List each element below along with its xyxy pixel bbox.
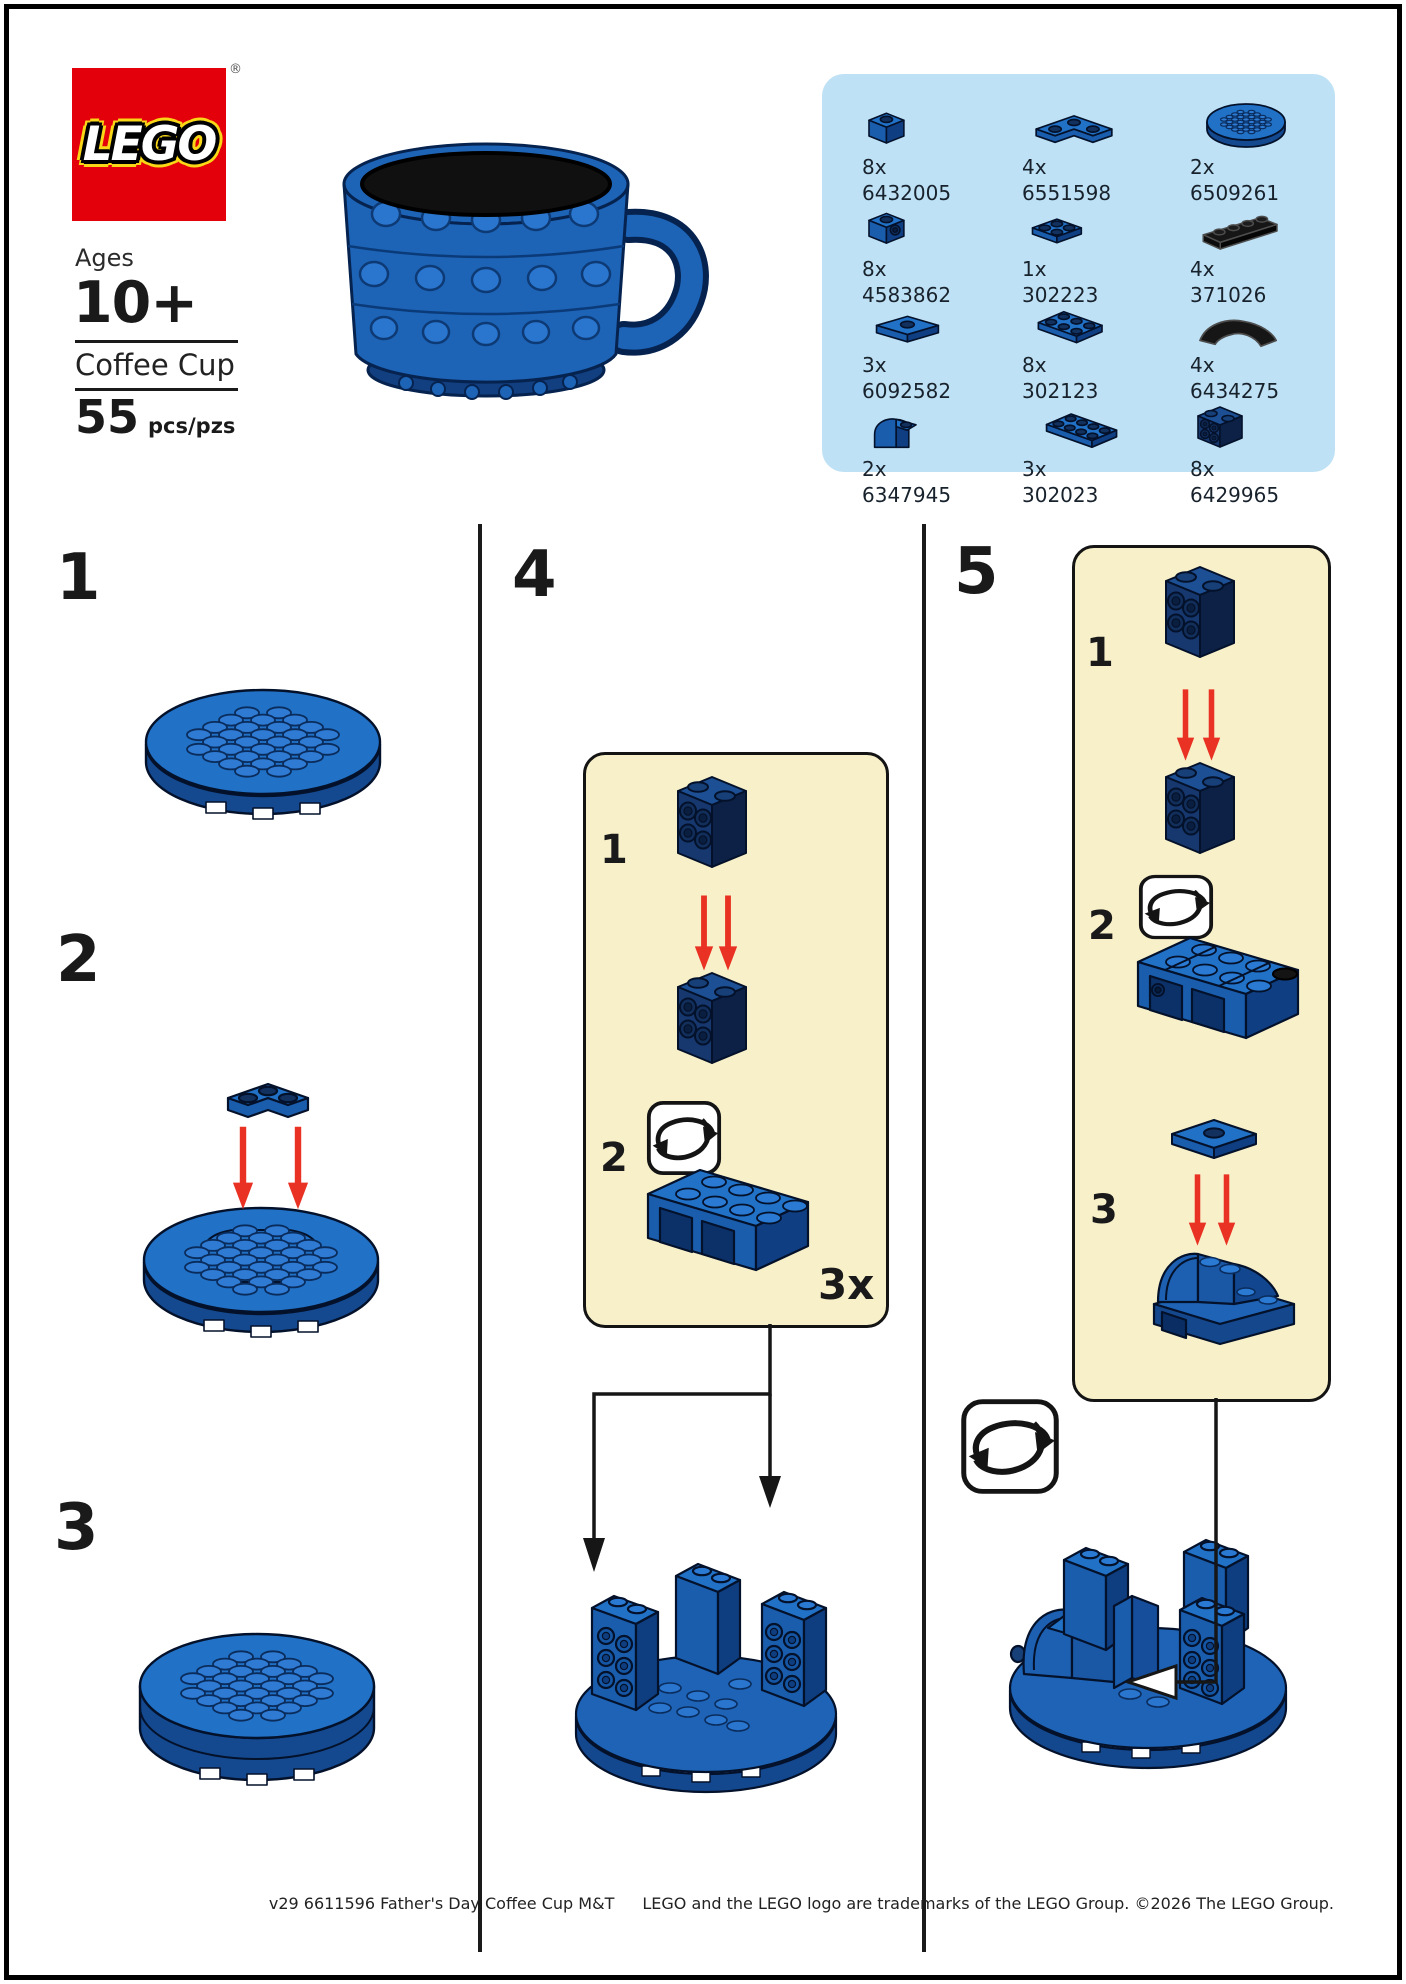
brick-navy-icon bbox=[670, 772, 754, 890]
step-5-mound-assembly bbox=[1152, 1252, 1296, 1346]
step-5-substep-3-number: 3 bbox=[1090, 1187, 1118, 1233]
brick-navy-icon bbox=[1158, 758, 1242, 876]
divider-rule bbox=[75, 388, 238, 391]
brick-1x1-side-stud-icon bbox=[868, 212, 905, 244]
age-value: 10+ bbox=[73, 270, 198, 336]
part-item: 4x 371026 bbox=[1190, 206, 1325, 308]
part-number: 6434275 bbox=[1190, 379, 1280, 403]
plate-2x2-corner-icon bbox=[1035, 115, 1113, 144]
brick-1x2x2-side-studs-icon bbox=[1197, 406, 1243, 448]
part-item: 4x 6434275 bbox=[1190, 308, 1325, 404]
rotate-icon bbox=[1138, 874, 1214, 940]
brick-navy-icon bbox=[670, 968, 754, 1086]
column-divider bbox=[478, 524, 482, 1952]
part-item: 3x 302023 bbox=[1022, 404, 1190, 508]
step-5-substep-1-number: 1 bbox=[1086, 630, 1114, 676]
step-5-number: 5 bbox=[954, 535, 999, 609]
part-item: 3x 6092582 bbox=[862, 308, 1022, 404]
part-qty: 4x bbox=[1022, 155, 1047, 179]
brick-1x1-icon bbox=[868, 112, 905, 144]
brick-2x4-icon bbox=[634, 1164, 814, 1300]
footer-version-text: v29 6611596 Father's Day Coffee Cup M&T bbox=[268, 1894, 615, 1913]
step-4-multiplier: 3x bbox=[818, 1260, 875, 1309]
part-number: 302023 bbox=[1022, 483, 1099, 507]
step-4-substep-1-number: 1 bbox=[600, 827, 628, 873]
part-item: 8x 6432005 bbox=[862, 96, 1022, 206]
plate-2x3-icon bbox=[1037, 310, 1103, 344]
part-qty: 2x bbox=[1190, 155, 1215, 179]
registered-trademark-icon: ® bbox=[229, 62, 242, 77]
footer: v29 6611596 Father's Day Coffee Cup M&T … bbox=[269, 1894, 1334, 1913]
part-item: 1x 302223 bbox=[1022, 206, 1190, 308]
plate-2x4-icon bbox=[1045, 413, 1118, 449]
part-qty: 2x bbox=[862, 457, 887, 481]
step-5-brick-assembly bbox=[1124, 932, 1304, 1068]
footer-trademark-text: LEGO and the LEGO logo are trademarks of… bbox=[642, 1894, 1334, 1913]
part-item: 8x 302123 bbox=[1022, 308, 1190, 404]
part-qty: 8x bbox=[862, 257, 887, 281]
part-number: 371026 bbox=[1190, 283, 1267, 307]
part-number: 6509261 bbox=[1190, 181, 1280, 205]
product-name: Coffee Cup bbox=[75, 348, 235, 382]
piece-count-value: 55 bbox=[75, 390, 140, 444]
step-4-assembly bbox=[574, 1562, 838, 1794]
step-4-substep-2-number: 2 bbox=[600, 1135, 628, 1181]
part-qty: 4x bbox=[1190, 257, 1215, 281]
step-3-plate-stack bbox=[138, 1632, 376, 1786]
part-number: 6429965 bbox=[1190, 483, 1280, 507]
arch-curved-black-icon bbox=[1199, 319, 1278, 348]
step-2-number: 2 bbox=[56, 923, 101, 997]
step-1-round-plate bbox=[144, 688, 382, 820]
step-3-number: 3 bbox=[54, 1491, 99, 1565]
piece-count: 55 pcs/pzs bbox=[75, 390, 235, 444]
plate-1x2-jumper-icon bbox=[875, 315, 940, 343]
ages-label: Ages bbox=[75, 244, 134, 272]
part-number: 302123 bbox=[1022, 379, 1099, 403]
part-number: 4583862 bbox=[862, 283, 952, 307]
step-5-assembly bbox=[1008, 1538, 1288, 1770]
part-item: 2x 6347945 bbox=[862, 404, 1022, 508]
part-qty: 1x bbox=[1022, 257, 1047, 281]
part-item: 4x 6551598 bbox=[1022, 96, 1190, 206]
part-number: 6347945 bbox=[862, 483, 952, 507]
part-qty: 8x bbox=[1022, 353, 1047, 377]
part-item: 8x 4583862 bbox=[862, 206, 1022, 308]
step-4-number: 4 bbox=[512, 538, 557, 612]
plate-2x2-icon bbox=[1031, 218, 1083, 244]
step-2-assembly bbox=[142, 1206, 380, 1338]
lego-logo: LEGO ® bbox=[72, 62, 242, 221]
divider-rule bbox=[75, 340, 238, 343]
part-item: 2x 6509261 bbox=[1190, 96, 1325, 206]
plate-1x2-jumper-icon bbox=[1171, 1119, 1257, 1159]
brick-1x2-curved-icon bbox=[873, 418, 917, 449]
step-5-substep-2-number: 2 bbox=[1088, 903, 1116, 949]
part-number: 6551598 bbox=[1022, 181, 1112, 205]
piece-count-unit: pcs/pzs bbox=[148, 414, 236, 438]
step-2-corner-plate bbox=[226, 1082, 310, 1119]
part-qty: 8x bbox=[1190, 457, 1215, 481]
part-qty: 4x bbox=[1190, 353, 1215, 377]
part-number: 6092582 bbox=[862, 379, 952, 403]
plate-6x6-round-icon bbox=[1206, 103, 1286, 148]
column-divider bbox=[922, 524, 926, 1952]
plate-1x4-black-icon bbox=[1202, 215, 1278, 250]
part-item: 8x 6429965 bbox=[1190, 404, 1325, 508]
step-1-number: 1 bbox=[56, 541, 101, 615]
coffee-cup-photo bbox=[342, 142, 709, 400]
part-number: 6432005 bbox=[862, 181, 952, 205]
brick-navy-icon bbox=[1158, 562, 1242, 680]
lego-logo-text: LEGO bbox=[82, 117, 218, 172]
part-qty: 3x bbox=[862, 353, 887, 377]
part-qty: 3x bbox=[1022, 457, 1047, 481]
parts-list-panel: 8x 6432005 8x 4583862 bbox=[822, 74, 1335, 507]
part-number: 302223 bbox=[1022, 283, 1099, 307]
part-qty: 8x bbox=[862, 155, 887, 179]
